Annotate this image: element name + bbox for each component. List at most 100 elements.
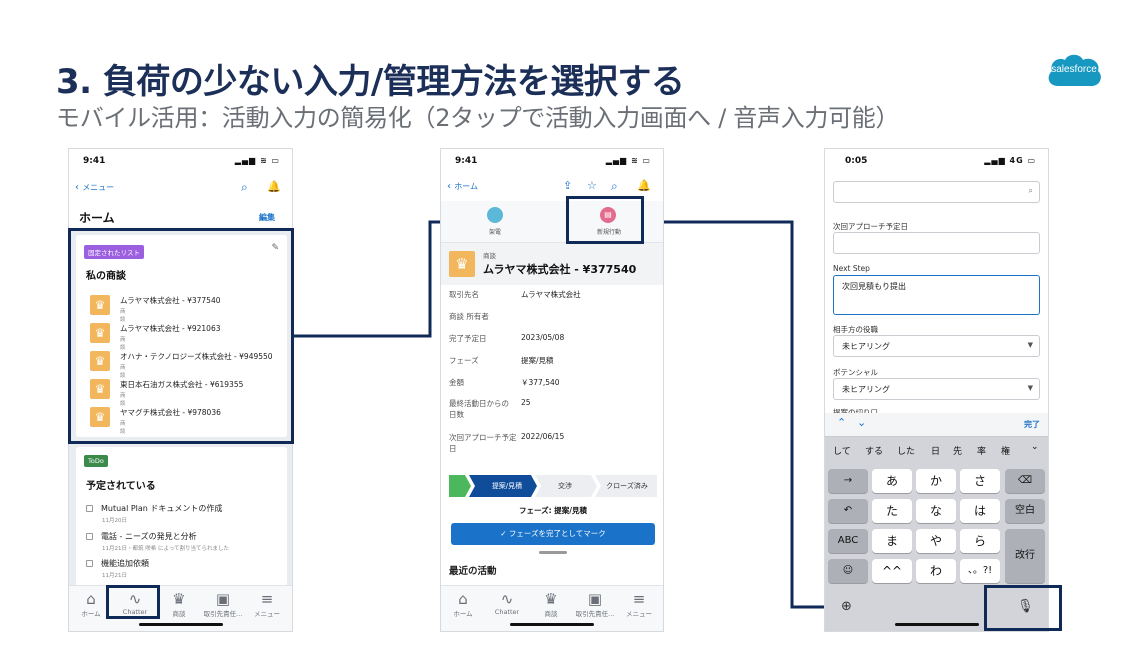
- contact-card-icon: ▣: [215, 590, 231, 608]
- next-approach-label: 次回アプローチ予定日: [833, 222, 908, 231]
- tab-chatter[interactable]: ∿Chatter: [113, 590, 157, 616]
- search-icon: ⌕: [1028, 186, 1033, 195]
- microphone-icon[interactable]: 🎙: [1017, 599, 1034, 614]
- field-stage: フェーズ提案/見積: [449, 356, 554, 365]
- calendar-icon[interactable]: ▤: [600, 207, 616, 223]
- new-event-action-label[interactable]: 新規行動: [596, 229, 621, 236]
- home-icon: ⌂: [86, 590, 96, 608]
- status-bar: 9:41▂▄▆ ≋ ▭: [83, 156, 280, 166]
- tab-opportunities[interactable]: ♛商談: [157, 590, 201, 618]
- key[interactable]: わ: [916, 559, 956, 583]
- key[interactable]: 、。?!: [960, 559, 1000, 583]
- todo-badge: ToDo: [84, 455, 108, 467]
- crown-icon: ♛: [90, 351, 110, 371]
- candidate[interactable]: して: [833, 447, 851, 457]
- tab-chatter[interactable]: ∿Chatter: [485, 590, 529, 616]
- key[interactable]: さ: [960, 469, 1000, 493]
- tab-menu[interactable]: ≡メニュー: [617, 590, 661, 618]
- share-icon[interactable]: ⇪: [563, 179, 573, 192]
- path-step-current[interactable]: 提案/見積: [491, 482, 523, 490]
- role-select[interactable]: 未ヒアリング▼: [833, 335, 1040, 357]
- todo-title: 予定されている: [86, 481, 156, 492]
- next-approach-date-field[interactable]: [833, 232, 1040, 254]
- phone-event-form: 0:05▂▄▆ 4G ▭ ⌕ 次回アプローチ予定日 Next Step 次回見積…: [824, 148, 1049, 632]
- chevron-down-icon[interactable]: ⌄: [857, 416, 867, 429]
- search-icon[interactable]: ⌕: [611, 179, 618, 193]
- candidate[interactable]: する: [865, 447, 884, 457]
- chevron-down-icon: ▼: [1027, 341, 1033, 349]
- crown-icon: ♛: [449, 251, 475, 277]
- candidate[interactable]: 権: [1001, 447, 1011, 457]
- crown-icon: ♛: [90, 295, 110, 315]
- checkbox[interactable]: [86, 560, 93, 567]
- key[interactable]: な: [916, 499, 956, 523]
- call-action-label[interactable]: 架電: [488, 229, 501, 236]
- star-icon[interactable]: ☆: [587, 179, 597, 192]
- account-link[interactable]: ムラヤマ株式会社: [521, 290, 581, 299]
- tab-opportunities[interactable]: ♛商談: [529, 590, 573, 618]
- field-days-since-activity: 最終活動日からの日数: [449, 399, 509, 419]
- pulse-icon: ∿: [128, 590, 142, 608]
- key[interactable]: は: [960, 499, 1000, 523]
- path-step[interactable]: クローズ済み: [606, 482, 648, 490]
- edit-link[interactable]: 編集: [259, 213, 275, 222]
- path-step[interactable]: 交渉: [558, 482, 572, 490]
- tab-contacts[interactable]: ▣取引先責任...: [573, 590, 617, 618]
- key[interactable]: や: [916, 529, 956, 553]
- candidate[interactable]: した: [897, 447, 916, 457]
- sales-path[interactable]: [449, 473, 657, 499]
- checkbox[interactable]: [86, 505, 93, 512]
- potential-label: ポテンシャル: [833, 368, 878, 377]
- key-backspace[interactable]: ⌫: [1005, 469, 1045, 493]
- bell-icon[interactable]: 🔔: [637, 179, 651, 192]
- candidate[interactable]: 先: [953, 447, 963, 457]
- next-step-field[interactable]: 次回見積もり提出: [833, 275, 1040, 315]
- tab-menu[interactable]: ≡メニュー: [245, 590, 289, 618]
- key-space[interactable]: 空白: [1005, 499, 1045, 523]
- checkbox[interactable]: [86, 533, 93, 540]
- candidate[interactable]: 日: [931, 447, 941, 457]
- page-title: ホーム: [79, 211, 115, 225]
- key[interactable]: か: [916, 469, 956, 493]
- bell-icon[interactable]: 🔔: [267, 180, 281, 193]
- key[interactable]: ま: [872, 529, 912, 553]
- key[interactable]: あ: [872, 469, 912, 493]
- keyboard-toolbar: ⌃ ⌄ 完了: [825, 413, 1048, 437]
- search-icon[interactable]: ⌕: [241, 180, 248, 194]
- menu-icon: ≡: [632, 590, 646, 608]
- key-abc[interactable]: ABC: [828, 529, 868, 553]
- highlight-box-pinned-list: [68, 228, 294, 444]
- key[interactable]: ら: [960, 529, 1000, 553]
- chevron-down-icon[interactable]: ⌄: [1031, 442, 1039, 452]
- tab-contacts[interactable]: ▣取引先責任...: [201, 590, 245, 618]
- tab-home[interactable]: ⌂ホーム: [441, 590, 485, 618]
- key-undo[interactable]: ↶: [828, 499, 868, 523]
- phone-opportunity-record: 9:41▂▄▆ ≋ ▭ ‹ ホーム ⇪ ☆ ⌕ 🔔 架電 ▤ 新規行動 ♛ 商談…: [440, 148, 664, 632]
- search-input[interactable]: ⌕: [833, 181, 1040, 203]
- key[interactable]: た: [872, 499, 912, 523]
- potential-select[interactable]: 未ヒアリング▼: [833, 378, 1040, 400]
- candidate[interactable]: 率: [977, 447, 987, 457]
- mark-phase-complete-button[interactable]: ✓ フェーズを完了としてマーク: [451, 523, 655, 545]
- back-button[interactable]: ‹ ホーム: [447, 181, 478, 192]
- slide-title: 3. 負荷の少ない入力/管理方法を選択する: [56, 62, 685, 102]
- call-icon[interactable]: [487, 207, 503, 223]
- key-emoji[interactable]: ☺: [828, 559, 868, 583]
- candidate-bar: して する した 日 先 率 権 ⌄: [825, 439, 1048, 461]
- globe-icon[interactable]: ⊕: [841, 599, 852, 614]
- done-button[interactable]: 完了: [1024, 420, 1040, 429]
- keyboard: ⌃ ⌄ 完了 して する した 日 先 率 権 ⌄ → あ か さ ⌫ ↶ た …: [825, 413, 1048, 631]
- key-next[interactable]: →: [828, 469, 868, 493]
- key[interactable]: ^^: [872, 559, 912, 583]
- pencil-icon[interactable]: ✎: [271, 243, 279, 253]
- chevron-up-icon[interactable]: ⌃: [837, 416, 847, 429]
- crown-icon: ♛: [544, 590, 558, 608]
- key-return[interactable]: 改行: [1005, 529, 1045, 583]
- back-button[interactable]: ‹ メニュー: [75, 182, 115, 193]
- tab-home[interactable]: ⌂ホーム: [69, 590, 113, 618]
